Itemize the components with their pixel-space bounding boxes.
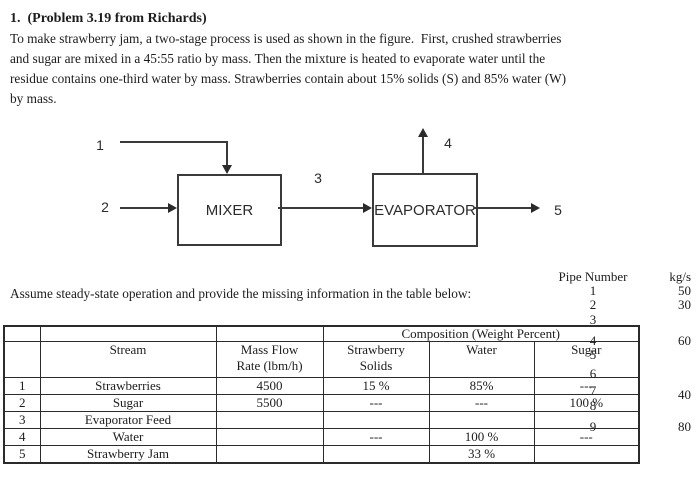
mass-flow-cell: 5500 — [215, 394, 324, 412]
row-number-cell: 3 — [3, 411, 41, 429]
stream-name-cell: Evaporator Feed — [39, 411, 217, 429]
mixer-label: MIXER — [205, 201, 254, 219]
solids-cell: --- — [322, 428, 430, 446]
stream-2-arrowhead — [168, 203, 177, 213]
row-number-cell: 2 — [3, 394, 41, 412]
row-number-cell: 1 — [3, 377, 41, 395]
empty-cell — [215, 325, 324, 342]
column-header-mass-flow: Mass Flow Rate (lbm/h) — [215, 341, 324, 378]
empty-cell — [3, 341, 41, 378]
flow-rate-value: 80 — [678, 419, 691, 434]
table-row: 3 Evaporator Feed — [3, 411, 640, 429]
mass-flow-cell: 4500 — [215, 377, 324, 395]
flow-rate-value: 30 — [678, 297, 691, 312]
stream-5-line — [474, 207, 531, 209]
table-row: 5 Strawberry Jam 33 % — [3, 445, 640, 464]
stream-2-label: 2 — [101, 199, 109, 215]
stream-2-line — [120, 207, 170, 209]
column-header-stream: Stream — [39, 341, 217, 378]
pipe-number-item: 5 — [589, 347, 597, 362]
stream-name-cell: Strawberry Jam — [39, 445, 217, 464]
stream-4-label: 4 — [444, 135, 452, 151]
problem-body-line: and sugar are mixed in a 45:55 ratio by … — [10, 51, 546, 66]
stream-4-line — [422, 137, 424, 173]
problem-body-line: by mass. — [10, 91, 57, 106]
column-header-water: Water — [428, 341, 535, 378]
stream-5-arrowhead — [531, 203, 540, 213]
stream-name-cell: Strawberries — [39, 377, 217, 395]
mass-flow-cell — [215, 428, 324, 446]
column-header-strawberry-solids: Strawberry Solids — [322, 341, 430, 378]
table-header-row-columns: Stream Mass Flow Rate (lbm/h) Strawberry… — [3, 341, 640, 378]
pipe-number-header: Pipe Number — [558, 269, 628, 284]
table-row: 2 Sugar 5500 --- --- 100 % — [3, 394, 640, 412]
flow-rate-value: 40 — [678, 387, 691, 402]
water-cell: 33 % — [428, 445, 535, 464]
solids-cell: --- — [322, 394, 430, 412]
pipe-number-item: 2 — [589, 297, 597, 312]
pipe-number-item: 7 — [589, 383, 597, 398]
water-cell: 85% — [428, 377, 535, 395]
pipe-number-item: 1 — [589, 283, 597, 298]
stream-1-label: 1 — [96, 137, 104, 153]
water-cell — [428, 411, 535, 429]
table-row: 4 Water --- 100 % --- — [3, 428, 640, 446]
solids-cell — [322, 445, 430, 464]
evaporator-box: EVAPORATOR — [372, 173, 478, 247]
problem-title: 1. (Problem 3.19 from Richards) — [10, 11, 207, 26]
pipe-number-item: 9 — [589, 419, 597, 434]
empty-cell — [3, 325, 41, 342]
problem-body-line: To make strawberry jam, a two-stage proc… — [10, 31, 562, 46]
mass-flow-cell — [215, 445, 324, 464]
empty-cell — [39, 325, 217, 342]
solids-cell — [322, 411, 430, 429]
problem-statement: 1. (Problem 3.19 from Richards) To make … — [10, 9, 566, 109]
stream-1-line-horizontal — [120, 141, 228, 143]
column-header-sugar: Sugar — [533, 341, 640, 378]
water-cell: --- — [428, 394, 535, 412]
stream-3-arrowhead — [363, 203, 372, 213]
stream-name-cell: Sugar — [39, 394, 217, 412]
stream-4-arrowhead — [418, 128, 428, 137]
table-row: 1 Strawberries 4500 15 % 85% --- — [3, 377, 640, 395]
sugar-cell: --- — [533, 428, 640, 446]
stream-name-cell: Water — [39, 428, 217, 446]
table-header-row-composition: Composition (Weight Percent) — [3, 325, 640, 342]
stream-5-label: 5 — [554, 202, 562, 218]
solids-cell: 15 % — [322, 377, 430, 395]
pipe-number-item: 8 — [589, 398, 597, 413]
stream-3-label: 3 — [314, 170, 322, 186]
row-number-cell: 4 — [3, 428, 41, 446]
stream-data-table: Composition (Weight Percent) Stream Mass… — [3, 325, 640, 464]
stream-1-arrowhead — [222, 165, 232, 174]
water-cell: 100 % — [428, 428, 535, 446]
instruction-text: Assume steady-state operation and provid… — [10, 286, 472, 301]
stream-1-line-vertical — [226, 141, 228, 166]
mass-flow-cell — [215, 411, 324, 429]
row-number-cell: 5 — [3, 445, 41, 464]
flow-rate-value: 60 — [678, 333, 691, 348]
problem-body-line: residue contains one-third water by mass… — [10, 71, 567, 86]
pipe-number-item: 3 — [589, 312, 597, 327]
flow-rate-value: 50 — [678, 283, 691, 298]
sugar-cell — [533, 445, 640, 464]
flow-unit-header: kg/s — [669, 269, 691, 284]
pipe-number-item: 4 — [589, 333, 597, 348]
stream-3-line — [278, 207, 364, 209]
mixer-box: MIXER — [177, 174, 282, 246]
pipe-number-item: 6 — [589, 366, 597, 381]
evaporator-label: EVAPORATOR — [374, 201, 476, 219]
